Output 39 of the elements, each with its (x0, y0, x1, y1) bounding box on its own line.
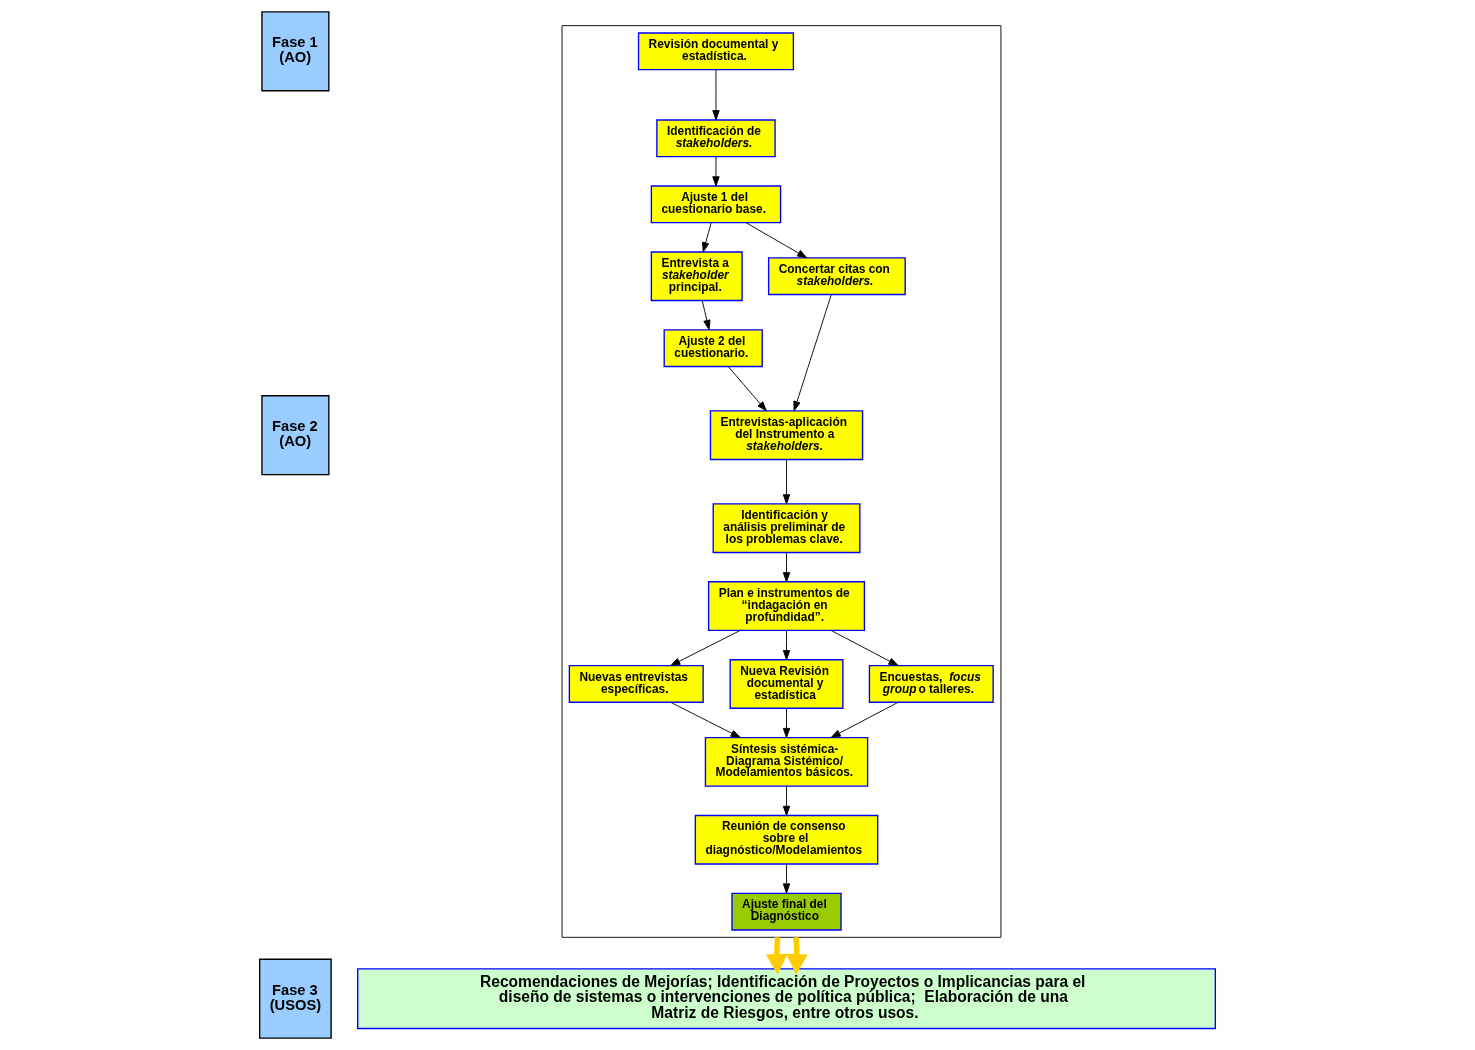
node-box: Ajuste 1 del cuestionario base. (650, 185, 782, 224)
arrow (782, 708, 791, 739)
arrow (727, 366, 767, 412)
node-box: Reunión de consenso sobre el diagnóstico/Modelamientos (694, 814, 879, 865)
arrow (782, 459, 791, 505)
arrow (712, 156, 720, 187)
node-box: Nuevas entrevistas específicas. (568, 664, 704, 703)
arrow (830, 701, 899, 738)
node-box: Concertar citas con stakeholders. (767, 257, 906, 296)
node-box: Fase 3 (USOS) (259, 958, 332, 1039)
arrow (670, 701, 741, 738)
arrow (712, 69, 720, 121)
arrow (745, 222, 808, 259)
arrow (701, 300, 711, 330)
node-box: Encuestas, focus group o talleres. (868, 664, 994, 703)
node-box: Revisión documental y estadística. (637, 32, 795, 71)
arrow (786, 937, 808, 975)
arrow (830, 630, 899, 667)
arrow (670, 630, 741, 667)
node-box: Nueva Revisión documental y estadística (729, 659, 844, 709)
arrow (782, 785, 791, 816)
node-box: Fase 1 (AO) (261, 11, 330, 92)
node-box: Fase 2 (AO) (261, 395, 330, 476)
arrow (793, 294, 832, 412)
arrow (782, 630, 791, 661)
node-box: Ajuste final del Diagnóstico (731, 892, 842, 931)
node-box: Síntesis sistémica- Diagrama Sistémico/ Modelamientos básicos. (704, 736, 869, 787)
arrow (782, 863, 791, 894)
arrow (782, 552, 791, 583)
node-box: Identificación de stakeholders. (656, 119, 776, 158)
arrow (766, 937, 788, 975)
cluster (561, 25, 1002, 938)
node-box: Plan e instrumentos de “indagación en profundidad”. (707, 581, 866, 632)
node-box: Entrevistas-aplicación del Instrumento a stakeholders. (709, 410, 864, 461)
arrow (702, 222, 712, 253)
node-box: Entrevista a stakeholder principal. (650, 251, 743, 302)
node-box: Ajuste 2 del cuestionario. (663, 329, 763, 368)
node-box: Identificación y análisis preliminar de los problemas clave. (712, 503, 861, 554)
node-box: Recomendaciones de Mejorías; Identificación de Proyectos o Implicancias para el diseño de sistemas o intervenciones de política pública; Elaboración de una Matriz de Riesgos, entre otros usos. (357, 968, 1216, 1030)
